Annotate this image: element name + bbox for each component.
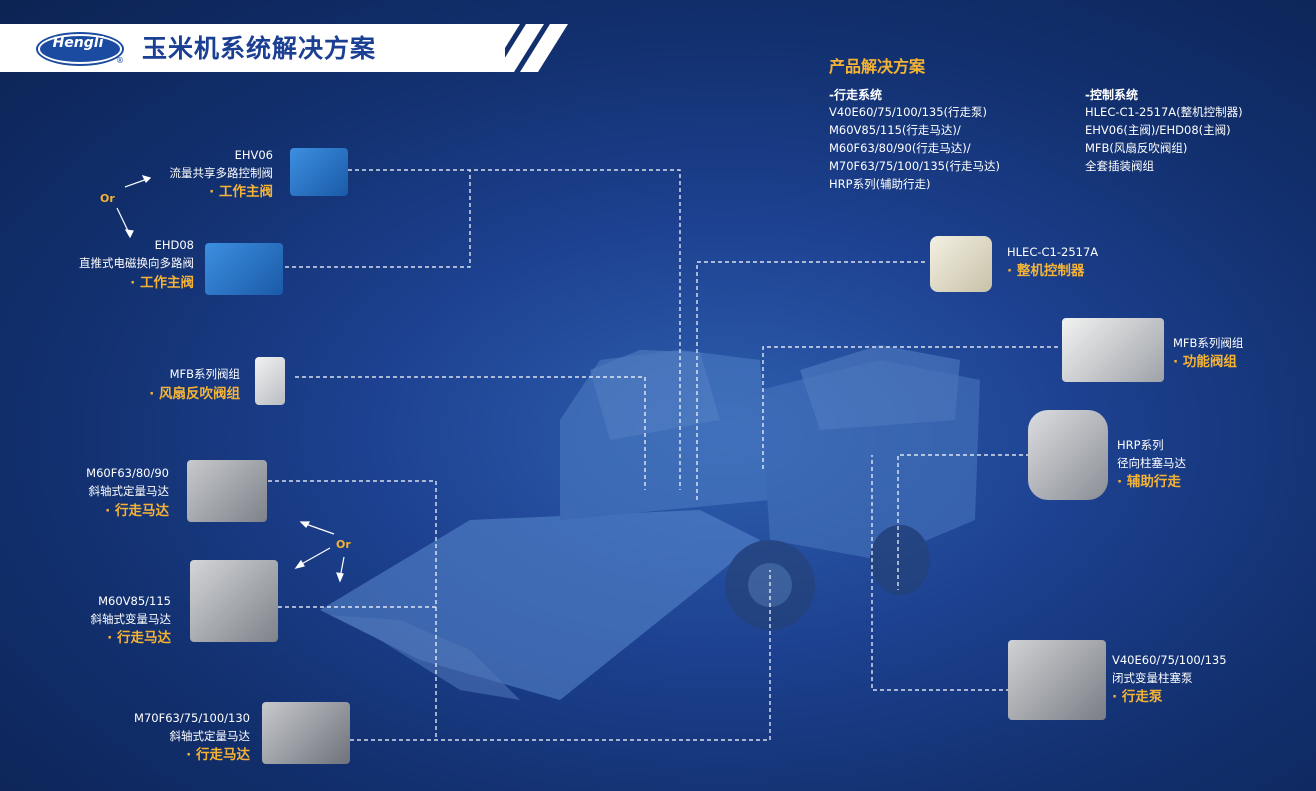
ehd08-desc: 直推式电磁换向多路阀 [79,256,194,270]
logo-registered-mark: ® [116,56,124,65]
hrp-motor-image [1028,410,1108,500]
hlec-model: HLEC-C1-2517A [1007,245,1099,259]
ehd08-valve-image [205,243,283,295]
m60v-desc: 斜轴式变量马达 [90,612,172,626]
logo-text: Hengli [52,35,104,51]
control-system-heading: -控制系统 [1085,88,1138,102]
harvester-illustration [320,345,980,700]
hrp-model: HRP系列 [1117,438,1164,452]
ehv06-func: · 工作主阀 [209,184,273,200]
m60f-motor-image [187,460,267,522]
v40e-model: V40E60/75/100/135 [1112,653,1227,667]
mfb-function-func: · 功能阀组 [1173,354,1237,370]
mfb-function-valve-image [1062,318,1164,382]
m60v-model: M60V85/115 [98,594,171,608]
m70f-desc: 斜轴式定量马达 [169,729,251,743]
travel-line: M60V85/115(行走马达)/ [829,123,961,137]
hlec-func: · 整机控制器 [1007,263,1085,279]
m60f-func: · 行走马达 [105,503,169,519]
hlec-controller-image [930,236,992,292]
m70f-func: · 行走马达 [186,747,250,763]
or-label: Or [100,192,115,205]
control-line: 全套插装阀组 [1085,159,1154,173]
ehv06-desc: 流量共享多路控制阀 [169,166,274,180]
m60f-desc: 斜轴式定量马达 [88,484,170,498]
v40e-pump-image [1008,640,1106,720]
hengli-logo [38,34,122,64]
m60v-func: · 行走马达 [107,630,171,646]
travel-system-heading: -行走系统 [829,88,882,102]
solutions-title: 产品解决方案 [829,57,926,76]
control-line: EHV06(主阀)/EHD08(主阀) [1085,123,1231,137]
control-line: HLEC-C1-2517A(整机控制器) [1085,105,1243,119]
travel-line: M70F63/75/100/135(行走马达) [829,159,1000,173]
v40e-desc: 闭式变量柱塞泵 [1112,671,1193,685]
m60v-motor-image [190,560,278,642]
hrp-desc: 径向柱塞马达 [1117,456,1186,470]
mfb-fan-valve-image [255,357,285,405]
travel-line: V40E60/75/100/135(行走泵) [829,105,988,119]
mfb-fan-func: · 风扇反吹阀组 [149,386,240,402]
mfb-fan-desc: MFB系列阀组 [169,367,240,381]
page-title: 玉米机系统解决方案 [142,34,377,63]
ehd08-model: EHD08 [154,238,194,252]
m60f-model: M60F63/80/90 [86,466,169,480]
mfb-function-desc: MFB系列阀组 [1173,336,1244,350]
m70f-motor-image [262,702,350,764]
or-label: Or [336,538,351,551]
control-line: MFB(风扇反吹阀组) [1085,141,1188,155]
travel-line: HRP系列(辅助行走) [829,177,931,191]
ehv06-model: EHV06 [234,148,273,162]
m70f-model: M70F63/75/100/130 [134,711,250,725]
ehd08-func: · 工作主阀 [130,275,194,291]
ehv06-valve-image [290,148,348,196]
hrp-func: · 辅助行走 [1117,474,1181,490]
v40e-func: · 行走泵 [1112,689,1163,705]
travel-line: M60F63/80/90(行走马达)/ [829,141,971,155]
